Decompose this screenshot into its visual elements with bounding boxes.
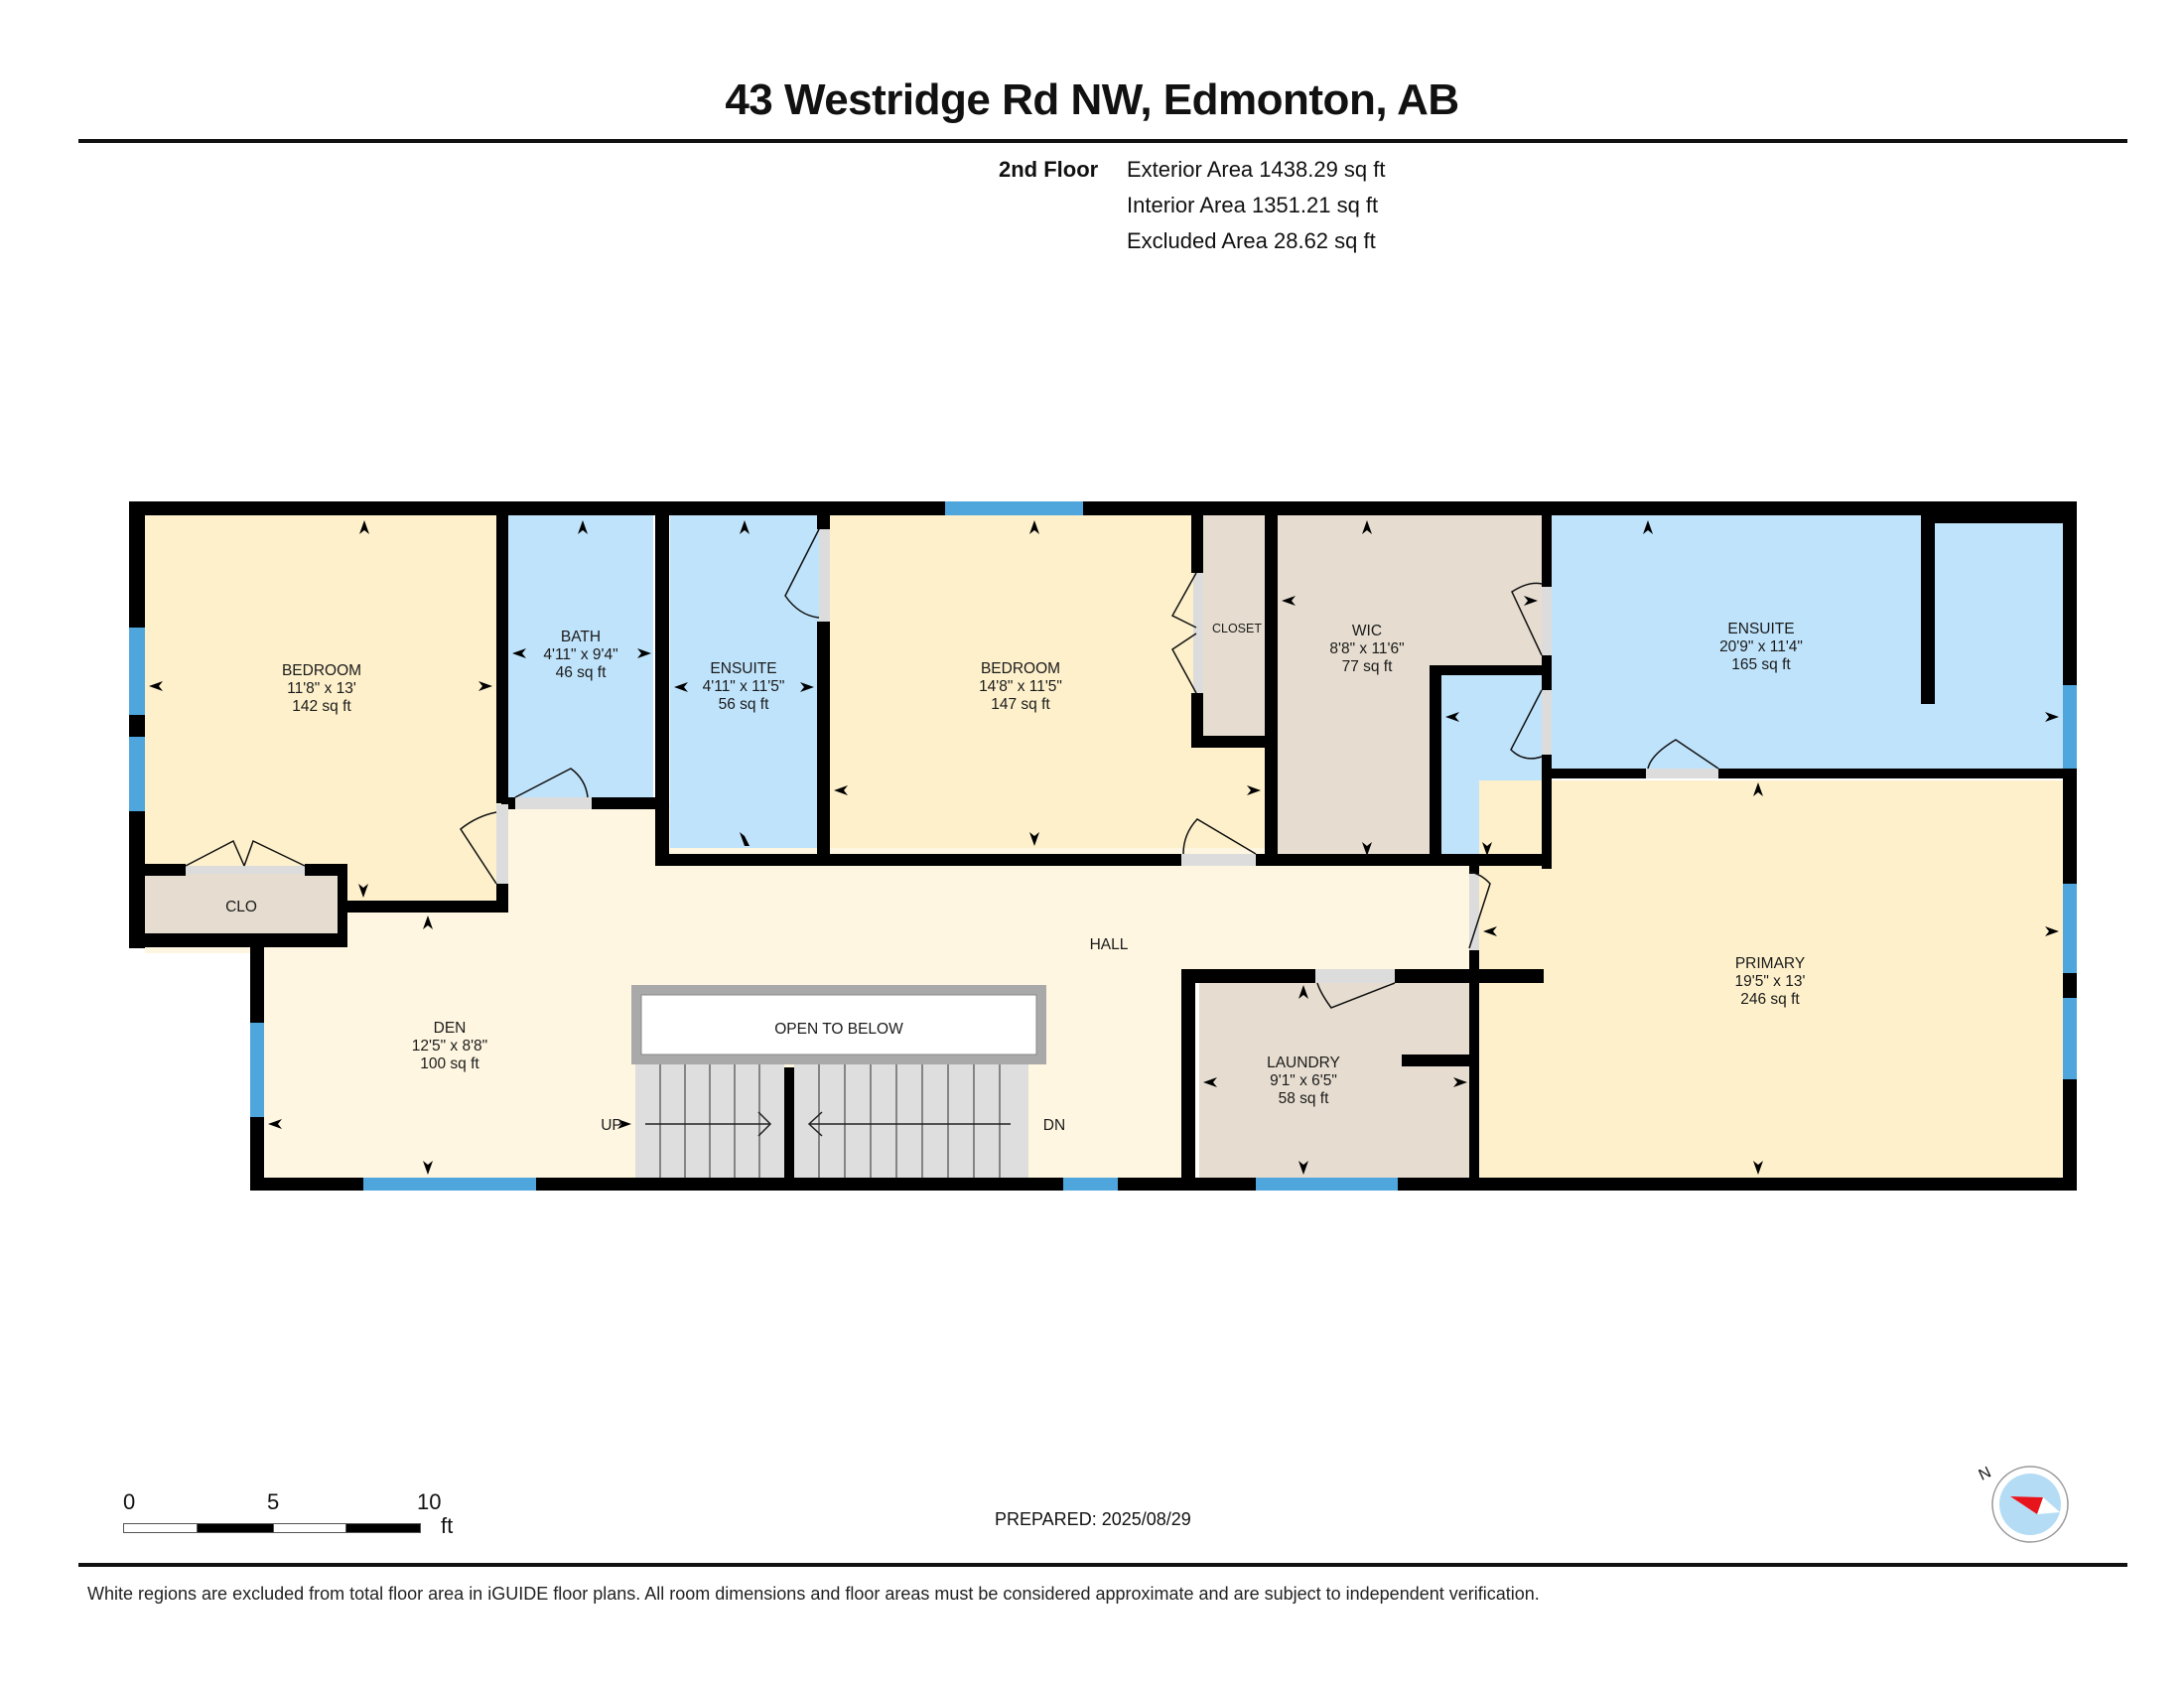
bedroom1-name: BEDROOM bbox=[282, 662, 361, 679]
bedroom2-name: BEDROOM bbox=[981, 660, 1060, 677]
compass-icon: N bbox=[1977, 1464, 2069, 1543]
window bbox=[363, 1178, 536, 1191]
scale-tick-0: 0 bbox=[123, 1489, 136, 1514]
compass-north-label: N bbox=[1977, 1464, 1994, 1483]
wic-name: WIC bbox=[1352, 623, 1382, 639]
den-name: DEN bbox=[434, 1020, 467, 1037]
ensuite1-area: 56 sq ft bbox=[719, 696, 770, 713]
laundry-area: 58 sq ft bbox=[1279, 1090, 1330, 1107]
excluded-area: Excluded Area 28.62 sq ft bbox=[1127, 228, 1376, 253]
window bbox=[129, 628, 145, 715]
page-title: 43 Westridge Rd NW, Edmonton, AB bbox=[725, 75, 1459, 124]
scale-segment bbox=[273, 1523, 346, 1533]
window bbox=[2063, 884, 2077, 973]
stairs-down-label: DN bbox=[1043, 1117, 1065, 1134]
bath-area: 46 sq ft bbox=[556, 664, 608, 681]
scale-tick-10: 10 bbox=[417, 1489, 442, 1514]
bath-name: BATH bbox=[561, 629, 601, 645]
primary-area: 246 sq ft bbox=[1740, 991, 1800, 1008]
window bbox=[250, 1023, 264, 1117]
prepared-date: PREPARED: 2025/08/29 bbox=[995, 1509, 1191, 1529]
ensuite1-dims: 4'11" x 11'5" bbox=[703, 678, 785, 695]
closet-floor bbox=[1203, 515, 1265, 736]
doors bbox=[185, 528, 1719, 1009]
ensuite2-name: ENSUITE bbox=[1727, 621, 1794, 637]
bath-dims: 4'11" x 9'4" bbox=[543, 646, 617, 663]
window bbox=[2063, 685, 2077, 769]
interior-area: Interior Area 1351.21 sq ft bbox=[1127, 193, 1379, 217]
ensuite2-area: 165 sq ft bbox=[1731, 656, 1791, 673]
exterior-area: Exterior Area 1438.29 sq ft bbox=[1127, 157, 1386, 182]
ensuite1-name: ENSUITE bbox=[710, 660, 776, 677]
scale-unit: ft bbox=[441, 1513, 454, 1538]
open-to-below-label: OPEN TO BELOW bbox=[774, 1021, 903, 1038]
clo-floor bbox=[145, 872, 338, 933]
primary-name: PRIMARY bbox=[1735, 955, 1805, 972]
bedroom2-dims: 14'8" x 11'5" bbox=[979, 678, 1062, 695]
wic-dims: 8'8" x 11'6" bbox=[1329, 640, 1404, 657]
scale-tick-5: 5 bbox=[267, 1489, 280, 1514]
footer-divider bbox=[78, 1563, 2127, 1567]
scale-segment bbox=[123, 1523, 198, 1533]
bedroom2-area: 147 sq ft bbox=[991, 696, 1050, 713]
stairs-up-label: UP bbox=[601, 1117, 622, 1134]
ensuite2-floor bbox=[1551, 515, 2063, 769]
scale-bar: 0 5 10 ft bbox=[123, 1489, 480, 1549]
header-divider bbox=[78, 139, 2127, 143]
floor-name: 2nd Floor bbox=[999, 157, 1099, 182]
scale-segment bbox=[197, 1523, 274, 1533]
primary-dims: 19'5" x 13' bbox=[1735, 973, 1806, 990]
room-fills bbox=[145, 515, 2063, 1182]
bath-floor bbox=[508, 515, 653, 801]
window bbox=[1256, 1178, 1398, 1191]
laundry-floor bbox=[1199, 981, 1473, 1178]
ensuite2-dims: 20'9" x 11'4" bbox=[1719, 638, 1803, 655]
laundry-name: LAUNDRY bbox=[1267, 1055, 1340, 1071]
clo-name: CLO bbox=[225, 899, 257, 915]
closet-name: CLOSET bbox=[1212, 622, 1262, 635]
bedroom2-floor bbox=[830, 515, 1265, 848]
bedroom1-dims: 11'8" x 13' bbox=[287, 680, 356, 697]
window bbox=[1063, 1178, 1118, 1191]
staircase bbox=[635, 1064, 1028, 1182]
scale-segment bbox=[345, 1523, 421, 1533]
open-to-below bbox=[631, 985, 1046, 1064]
laundry-dims: 9'1" x 6'5" bbox=[1270, 1072, 1337, 1089]
hall-name: HALL bbox=[1090, 936, 1129, 953]
footer-disclaimer: White regions are excluded from total fl… bbox=[87, 1584, 1540, 1604]
window bbox=[2063, 998, 2077, 1079]
room-labels: BEDROOM 11'8" x 13' 142 sq ft BATH 4'11"… bbox=[225, 621, 1805, 1134]
wic-area: 77 sq ft bbox=[1342, 658, 1394, 675]
wic-floor bbox=[1278, 515, 1545, 858]
window bbox=[129, 737, 145, 811]
bedroom1-area: 142 sq ft bbox=[292, 698, 351, 715]
windows bbox=[129, 501, 2077, 1191]
dimension-arrows bbox=[149, 520, 2059, 1175]
primary-floor bbox=[1479, 780, 2063, 1178]
bedroom1-floor bbox=[145, 515, 496, 901]
ensuite1-floor bbox=[670, 515, 820, 848]
den-area: 100 sq ft bbox=[420, 1055, 479, 1072]
den-dims: 12'5" x 8'8" bbox=[412, 1038, 487, 1055]
window bbox=[945, 501, 1083, 515]
